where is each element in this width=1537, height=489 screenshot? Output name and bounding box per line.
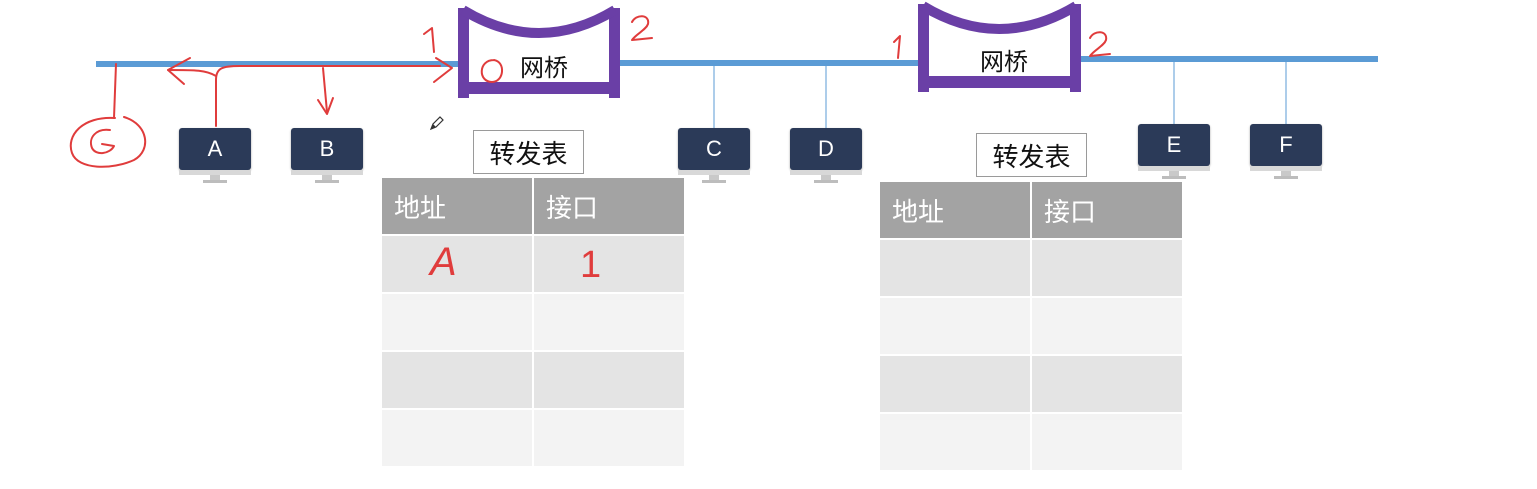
table-2-cell <box>1030 296 1184 356</box>
host-e[interactable]: E <box>1138 124 1210 180</box>
table-2-header-interface: 接口 <box>1030 180 1184 240</box>
host-c[interactable]: C <box>678 128 750 184</box>
table-2-cell <box>1030 238 1184 298</box>
forwarding-table-1: 地址 接口 <box>380 176 686 468</box>
table-2-cell <box>1030 354 1184 414</box>
bridge-2-label: 网桥 <box>980 48 1028 76</box>
forwarding-table-2: 地址 接口 <box>878 180 1184 472</box>
table-1-header-address: 地址 <box>380 176 534 236</box>
host-b[interactable]: B <box>291 128 363 184</box>
host-a-label: A <box>179 128 251 170</box>
host-d-label: D <box>790 128 862 170</box>
table-1-entry-interface: 1 <box>580 244 602 286</box>
table-1-cell <box>380 408 534 468</box>
table-2-cell <box>878 354 1032 414</box>
table-1-cell <box>532 350 686 410</box>
table-1-cell <box>532 292 686 352</box>
host-d[interactable]: D <box>790 128 862 184</box>
bridge-icon <box>918 1 1081 92</box>
host-f-label: F <box>1250 124 1322 166</box>
host-e-label: E <box>1138 124 1210 166</box>
host-b-label: B <box>291 128 363 170</box>
table-1-cell <box>380 234 534 294</box>
table-2-cell <box>1030 412 1184 472</box>
table-1-entry-address: A <box>430 240 457 284</box>
table-2-cell <box>878 296 1032 356</box>
table-2-cell <box>878 412 1032 472</box>
forwarding-table-2-title: 转发表 <box>976 133 1087 177</box>
host-a[interactable]: A <box>179 128 251 184</box>
host-f[interactable]: F <box>1250 124 1322 180</box>
host-c-label: C <box>678 128 750 170</box>
table-1-cell <box>532 408 686 468</box>
bridge-1-label: 网桥 <box>520 54 568 82</box>
table-1-header-interface: 接口 <box>532 176 686 236</box>
table-2-header-address: 地址 <box>878 180 1032 240</box>
table-1-cell <box>380 292 534 352</box>
table-1-cell <box>380 350 534 410</box>
pencil-icon <box>429 116 444 131</box>
table-2-cell <box>878 238 1032 298</box>
forwarding-table-1-title: 转发表 <box>473 130 584 174</box>
bridge-icon <box>458 5 620 98</box>
table-1-cell <box>532 234 686 294</box>
